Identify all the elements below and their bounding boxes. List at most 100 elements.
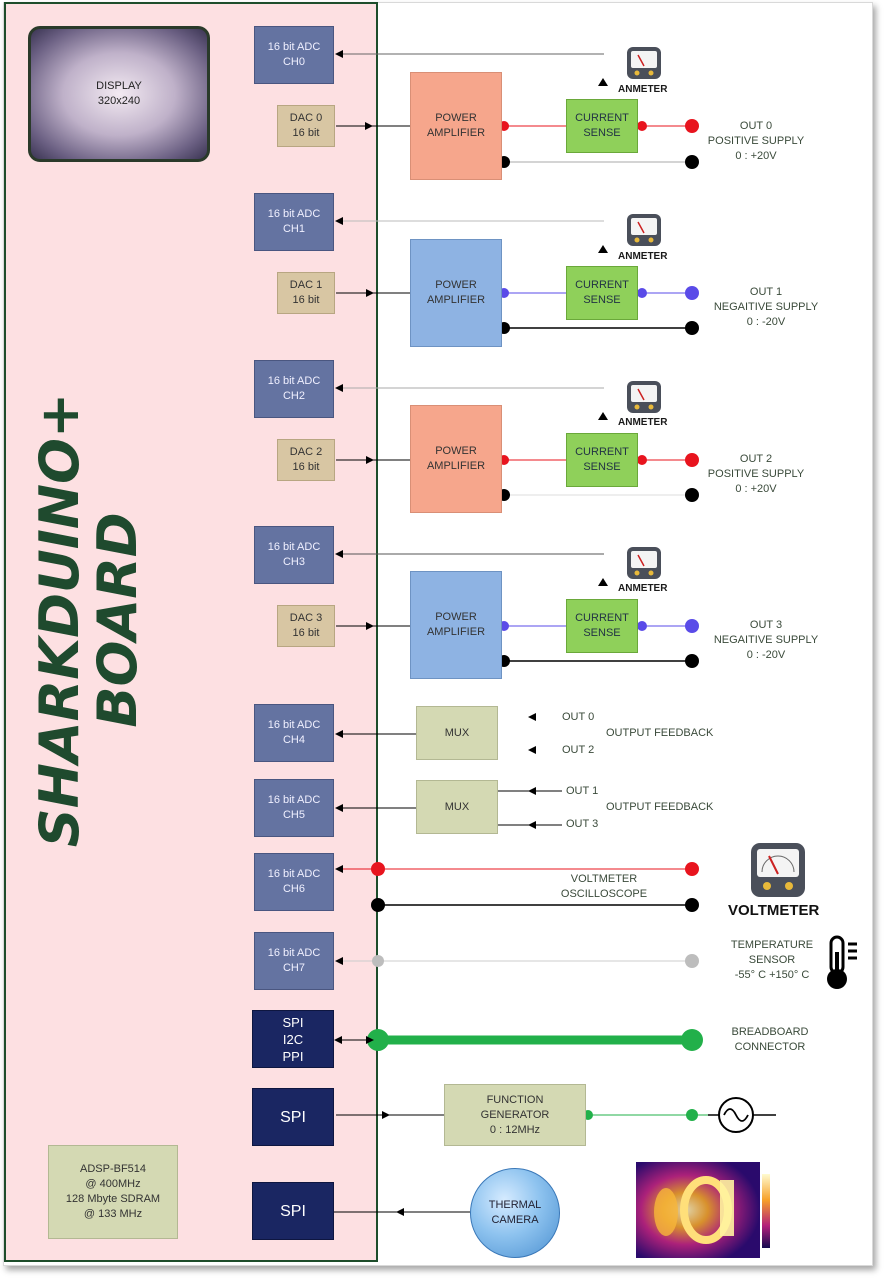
- output-1-range: 0 : -20V: [746, 316, 786, 328]
- breadboard-label: BREADBOARD CONNECTOR: [722, 1025, 818, 1055]
- display-block: DISPLAY 320x240: [28, 26, 210, 162]
- logo-line-2: BOARD: [86, 512, 149, 727]
- adc-ch7: 16 bit ADC CH7: [254, 932, 334, 990]
- temperature-sensor-label: TEMPERATURE SENSOR -55° C +150° C: [720, 938, 824, 983]
- output-1-type: NEGAITIVE SUPPLY: [713, 301, 819, 313]
- output-0-type: POSITIVE SUPPLY: [707, 135, 805, 147]
- anmeter-label-2: ANMETER: [618, 417, 668, 428]
- adc-ch1-channel: CH1: [282, 223, 305, 235]
- adc-ch4-label: 16 bit ADC: [267, 719, 321, 731]
- adc-ch6-channel: CH6: [282, 883, 305, 895]
- power-amplifier-2-line1: POWER: [435, 445, 477, 457]
- current-sense-3: CURRENT SENSE: [566, 599, 638, 653]
- adc-ch2-channel: CH2: [282, 390, 305, 402]
- voltmeter-wires: [335, 862, 699, 912]
- temperature-line-2: SENSOR: [748, 954, 796, 966]
- breadboard-bus: [334, 1029, 703, 1051]
- thermal-camera-line-1: THERMAL: [488, 1199, 542, 1211]
- dac-0-label: DAC 0: [289, 112, 323, 124]
- adc-ch3: 16 bit ADC CH3: [254, 526, 334, 584]
- adc-ch5-channel: CH5: [282, 809, 305, 821]
- output-3-type: NEGAITIVE SUPPLY: [713, 634, 819, 646]
- current-sense-1: CURRENT SENSE: [566, 266, 638, 320]
- mux-1: MUX: [416, 706, 498, 760]
- mux-1-label: MUX: [444, 726, 470, 739]
- output-0-label: OUT 0 POSITIVE SUPPLY 0 : +20V: [700, 119, 812, 164]
- spi-block-1: SPI: [252, 1088, 334, 1146]
- cpu-memory-clock: @ 133 MHz: [83, 1208, 143, 1220]
- bus-block: SPI I2C PPI: [252, 1010, 334, 1068]
- anmeter-label-1: ANMETER: [618, 251, 668, 262]
- thermal-camera: THERMAL CAMERA: [470, 1168, 560, 1258]
- current-sense-0: CURRENT SENSE: [566, 99, 638, 153]
- adc-ch2-label: 16 bit ADC: [267, 375, 321, 387]
- output-3-range: 0 : -20V: [746, 649, 786, 661]
- mux-1-input-b: OUT 2: [562, 744, 595, 756]
- mux-2-wires: [335, 787, 562, 829]
- output-0-name: OUT 0: [739, 120, 773, 132]
- display-label: DISPLAY: [96, 80, 142, 92]
- dac-1-label: DAC 1: [289, 279, 323, 291]
- anmeter-label-0: ANMETER: [618, 84, 668, 95]
- output-0-range: 0 : +20V: [735, 150, 777, 162]
- board-logo: SHARKDUINO+ BOARD: [28, 393, 149, 847]
- function-generator: FUNCTION GENERATOR 0 : 12MHz: [444, 1084, 586, 1146]
- current-sense-2-line1: CURRENT: [575, 446, 629, 458]
- mux-1-feedback: OUTPUT FEEDBACK: [606, 727, 714, 739]
- channel-3-wires: [335, 550, 699, 668]
- anmeter-icon: [627, 214, 661, 246]
- adc-ch1-label: 16 bit ADC: [267, 208, 321, 220]
- cpu-name: ADSP-BF514: [79, 1163, 147, 1175]
- channel-2-wires: [335, 384, 699, 502]
- power-amplifier-0: POWER AMPLIFIER: [410, 72, 502, 180]
- output-2-range: 0 : +20V: [735, 483, 777, 495]
- output-1-label: OUT 1 NEGAITIVE SUPPLY 0 : -20V: [706, 285, 826, 330]
- adc-ch5: 16 bit ADC CH5: [254, 779, 334, 837]
- power-amplifier-3-line2: AMPLIFIER: [426, 626, 486, 638]
- adc-ch7-label: 16 bit ADC: [267, 947, 321, 959]
- dac-2: DAC 2 16 bit: [277, 439, 335, 481]
- current-sense-1-line2: SENSE: [583, 294, 621, 306]
- output-2-type: POSITIVE SUPPLY: [707, 468, 805, 480]
- display-resolution: 320x240: [97, 95, 141, 107]
- cpu-memory: 128 Mbyte SDRAM: [65, 1193, 161, 1205]
- adc-ch2: 16 bit ADC CH2: [254, 360, 334, 418]
- adc-ch0: 16 bit ADC CH0: [254, 26, 334, 84]
- temperature-line-1: TEMPERATURE: [730, 939, 814, 951]
- current-sense-2: CURRENT SENSE: [566, 433, 638, 487]
- function-generator-range: 0 : 12MHz: [489, 1123, 541, 1136]
- current-sense-3-line1: CURRENT: [575, 612, 629, 624]
- voltmeter-icon: [751, 843, 805, 897]
- mux-2: MUX: [416, 780, 498, 834]
- output-3-label: OUT 3 NEGAITIVE SUPPLY 0 : -20V: [706, 618, 826, 663]
- thermal-image: [636, 1162, 770, 1258]
- thermal-camera-wires: [336, 1208, 470, 1216]
- cpu-clock: @ 400MHz: [85, 1178, 141, 1190]
- function-generator-line-1: FUNCTION: [486, 1093, 544, 1106]
- thermometer-icon: [827, 935, 857, 989]
- output-2-label: OUT 2 POSITIVE SUPPLY 0 : +20V: [700, 452, 812, 497]
- adc-ch5-label: 16 bit ADC: [267, 794, 321, 806]
- adc-ch4-channel: CH4: [282, 734, 305, 746]
- voltmeter-badge: VOLTMETER: [728, 902, 820, 919]
- dac-1: DAC 1 16 bit: [277, 272, 335, 314]
- adc-ch1: 16 bit ADC CH1: [254, 193, 334, 251]
- temperature-range: -55° C +150° C: [734, 969, 810, 981]
- adc-ch7-channel: CH7: [282, 962, 305, 974]
- mux-1-input-a: OUT 0: [562, 711, 595, 723]
- anmeter-icon: [627, 547, 661, 579]
- thermal-camera-line-2: CAMERA: [491, 1214, 539, 1226]
- dac-2-label: DAC 2: [289, 446, 323, 458]
- mux-2-label: MUX: [444, 800, 470, 813]
- anmeter-label-3: ANMETER: [618, 583, 668, 594]
- output-2-name: OUT 2: [739, 453, 773, 465]
- logo-line-1: SHARKDUINO+: [28, 393, 91, 847]
- spi-block-2: SPI: [252, 1182, 334, 1240]
- power-amplifier-0-line2: AMPLIFIER: [426, 127, 486, 139]
- current-sense-3-line2: SENSE: [583, 627, 621, 639]
- dac-2-bits: 16 bit: [292, 461, 320, 473]
- adc-ch6-label: 16 bit ADC: [267, 868, 321, 880]
- adc-ch4: 16 bit ADC CH4: [254, 704, 334, 762]
- power-amplifier-2-line2: AMPLIFIER: [426, 460, 486, 472]
